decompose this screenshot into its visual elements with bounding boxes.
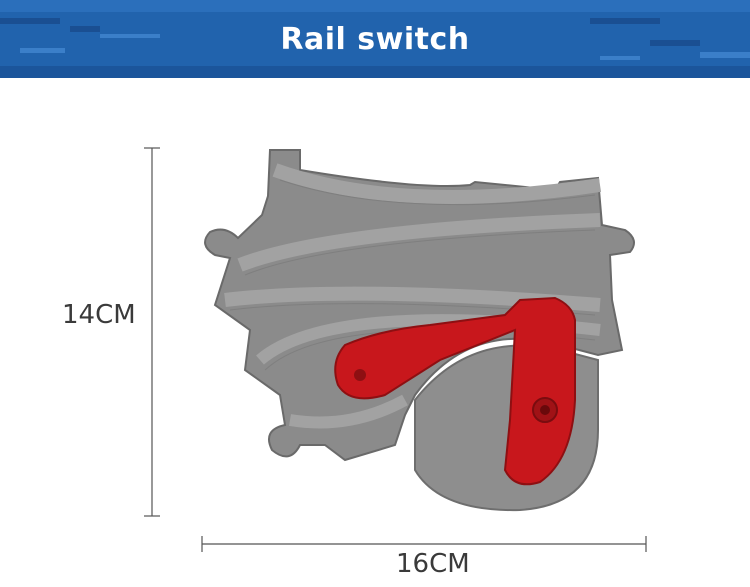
width-dimension-label: 16CM [396,549,470,579]
height-dimension-label: 14CM [62,300,136,330]
width-dimension-line [201,536,647,552]
height-dimension-line [144,147,160,517]
banner-background [0,0,750,78]
rail-switch-piece [204,149,635,512]
title-banner: Rail switch [0,0,750,78]
page-title: Rail switch [280,22,470,57]
